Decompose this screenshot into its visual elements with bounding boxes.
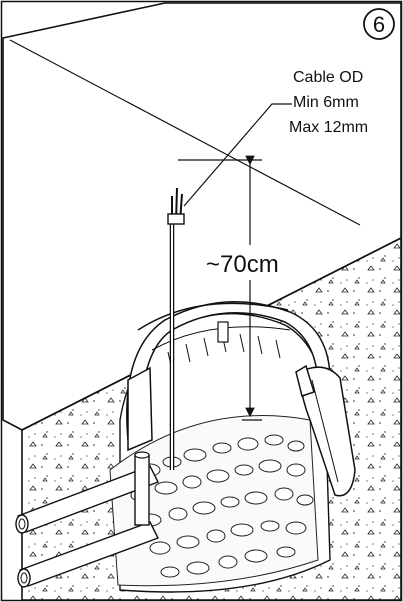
- surface-edge-line: [9, 39, 361, 226]
- cable-od-label-min: Min 6mm: [293, 94, 359, 111]
- depth-dimension-line: [178, 155, 262, 421]
- cable: [167, 187, 185, 470]
- cable-od-label-title: Cable OD: [293, 69, 363, 86]
- depth-dimension-label: ~70cm: [206, 251, 279, 278]
- conduit-pipe-lower: [17, 521, 159, 588]
- drain-pipe-vertical: [134, 451, 150, 526]
- chamber-lid-flap: [295, 364, 356, 497]
- cable-od-label-max: Max 12mm: [289, 119, 368, 136]
- conduit-pipe-upper: [15, 465, 159, 534]
- cable-od-leader: [183, 103, 292, 207]
- step-number: 6: [373, 12, 385, 37]
- step-badge: 6: [363, 8, 395, 40]
- chamber-ring: [126, 300, 331, 452]
